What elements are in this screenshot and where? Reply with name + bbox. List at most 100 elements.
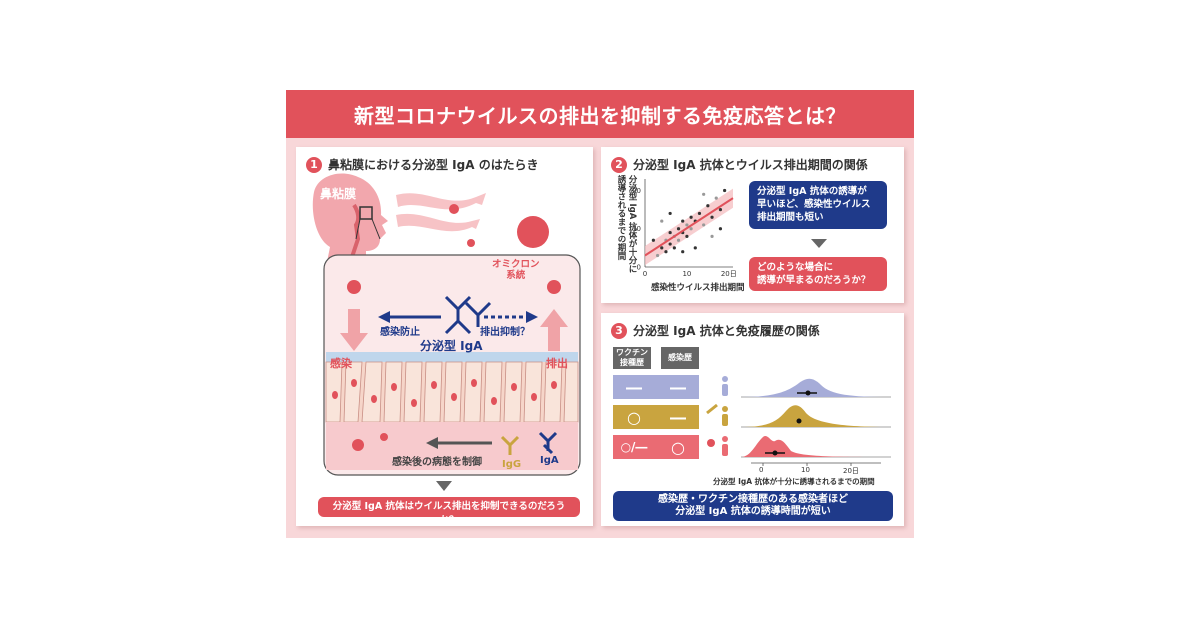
ridge-1 [741,378,891,398]
scatter-point [681,250,685,254]
person-icons [706,376,728,456]
row-3-vaccine: ○/― [620,440,648,454]
syringe-icon [706,403,718,415]
scatter-point [676,227,681,231]
panel-2-question: どのような場合に 誘導が早まるのだろうか？ [749,257,887,291]
panel-3-conclusion: 感染歴・ワクチン接種歴のある感染者ほど 分泌型 IgA 抗体の誘導時間が短い [613,491,893,521]
scatter-point [668,242,672,246]
mucus-layer [326,352,578,362]
panel-2: 2 分泌型 IgA 抗体とウイルス排出期間の関係 0 10 20日 0 10 20 分泌型… [601,147,904,303]
scatter-point [706,204,710,208]
scatter-point [702,223,706,227]
scatter-point [718,227,723,231]
panel-3-title: 3 分泌型 IgA 抗体と免疫履歴の関係 [611,322,820,339]
scatter-trend-line [644,197,734,257]
scatter-point [685,223,689,227]
shedding-arrow [540,309,568,351]
zoom-line-2 [355,218,361,240]
ridge-3 [741,436,891,458]
scatter-point [685,234,689,238]
col-header-infection: 感染歴 [661,347,699,369]
scatter-point [676,238,681,242]
igg-icon [500,435,520,455]
infection-label: 感染 [330,357,352,370]
scatter-ytick: 0 [637,264,641,272]
ridge-2 [741,405,891,428]
virus-particles [347,204,561,451]
siga-label: 分泌型 IgA [420,339,483,353]
infection-arrow [340,309,368,351]
igg-label: IgG [502,459,522,470]
scatter-point [693,246,697,250]
page-title: 新型コロナウイルスの排出を抑制する免疫応答とは？ [354,103,846,128]
epithelial-cells [325,361,579,423]
row-3-infection: ○ [671,437,685,457]
panel-3: 3 分泌型 IgA 抗体と免疫履歴の関係 ワクチン 接種歴 感染歴 ― ― ○ … [601,313,904,526]
title-banner: 新型コロナウイルスの排出を抑制する免疫応答とは？ [286,90,914,138]
scatter-chart: 0 10 20日 0 10 20 [632,179,737,278]
scatter-xtick: 20日 [721,270,737,278]
scatter-point [668,211,672,216]
scatter-xlabel: 感染性ウイルス排出期間 [651,283,745,293]
ridge-xlabel: 分泌型 IgA 抗体が十分に誘導されるまでの期間 [713,477,875,486]
scatter-point [710,234,714,238]
panel-2-number: 2 [611,156,627,173]
scatter-xtick: 10 [682,270,691,278]
scatter-point [718,208,723,212]
row-2 [613,405,699,429]
ridge-x-axis [751,462,881,466]
scatter-point [660,219,664,223]
nasal-passage [350,203,361,258]
scatter-point [697,211,702,216]
virus-icon [707,439,715,447]
scatter-point [702,192,706,196]
figure-frame: 新型コロナウイルスの排出を抑制する免疫応答とは？ 1 鼻粘膜における分泌型 Ig… [286,90,914,538]
iga-label: IgA [540,455,559,466]
zoom-box [359,206,373,220]
panel-1-illustration [312,173,581,491]
scatter-point [664,250,668,254]
col-header-vaccine: ワクチン 接種歴 [613,347,651,369]
scatter-point [714,196,718,200]
suppress-label: 排出抑制？ [480,327,530,338]
scatter-ylabel: 分泌型 IgA 抗体が十分に 誘導されるまでの期間 [616,175,637,274]
row-1-vaccine: ― [626,377,642,397]
panel-1-question: 分泌型 IgA 抗体はウイルス排出を抑制できるのだろうか？ [318,497,580,526]
panel-2-arrow [811,239,827,248]
panel-1: 1 鼻粘膜における分泌型 IgA のはたらき [296,147,593,526]
down-triangle [436,481,452,491]
scatter-point [710,215,714,219]
scatter-point [672,246,676,250]
scatter-point [668,230,672,235]
scatter-xtick: 0 [643,270,647,278]
scatter-point [723,188,727,193]
row-2-vaccine: ○ [627,407,641,427]
airflow-2 [396,213,480,232]
panel-2-title: 2 分泌型 IgA 抗体とウイルス排出期間の関係 [611,156,868,173]
zoom-line-1 [371,218,381,240]
ridge-xtick-1: 10 [801,466,810,474]
lamina-propria [326,422,578,470]
airflow-1 [396,193,486,210]
scatter-ytick: 10 [632,225,641,233]
scatter-point [655,253,660,258]
ridge-plot [706,376,891,466]
prevent-label: 感染防止 [380,327,420,338]
nasal-label: 鼻粘膜 [320,187,357,201]
scatter-point [689,227,693,231]
head-silhouette [312,173,388,267]
scatter-point [681,219,685,223]
ridge-xtick-2: 20日 [843,467,859,475]
row-2-infection: ― [670,407,686,427]
scatter-point [660,246,664,250]
scatter-point [651,238,655,242]
row-3 [613,435,699,459]
panel-2-finding: 分泌型 IgA 抗体の誘導が 早いほど、感染性ウイルス 排出期間も短い [749,181,887,229]
panel-3-number: 3 [611,322,627,339]
row-1-infection: ― [670,377,686,397]
iga-icon [538,431,558,455]
scatter-point [689,215,693,219]
siga-icon [444,295,492,335]
ridge-xtick-0: 0 [759,466,764,474]
scatter-ytick: 20 [632,187,641,195]
